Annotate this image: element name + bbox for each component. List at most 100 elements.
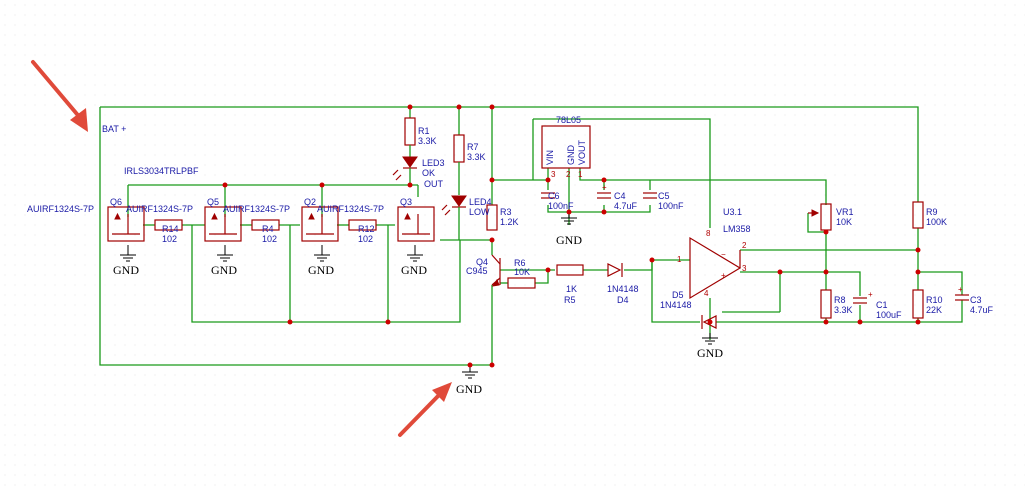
reg-pin-1: 1: [578, 170, 583, 179]
regulator-78l05-icon: [541, 125, 591, 169]
label-c4: C4: [614, 191, 626, 201]
c4-plus: +: [602, 183, 607, 192]
label-d5: D5: [672, 290, 684, 300]
gnd-label-main: GND: [456, 382, 482, 396]
capacitors: [541, 192, 969, 304]
label-r4: R4: [262, 224, 274, 234]
label-vin: VIN: [545, 150, 555, 165]
transistor-q4-icon: [491, 254, 501, 287]
label-bat: BAT +: [102, 124, 126, 134]
c3-plus: +: [958, 285, 963, 294]
resistor-r6-icon: [507, 277, 536, 289]
label-r6: R6: [514, 258, 526, 268]
label-c6: C6: [548, 191, 560, 201]
resistor-r9-icon: [912, 201, 924, 229]
arrow-bat-icon: [70, 108, 88, 132]
diode-d4-icon: [607, 263, 623, 277]
labels: BAT + IRLS3034TRLPBF AUIRF1324S-7P Q6 AU…: [27, 115, 994, 396]
capacitor-c5-icon: [643, 192, 657, 199]
label-r14: R14: [162, 224, 179, 234]
label-r8: R8: [834, 295, 846, 305]
label-r7: R7: [467, 142, 479, 152]
gnd-label-q6: GND: [113, 263, 139, 277]
label-r14v: 102: [162, 234, 177, 244]
gnd-label-q5: GND: [211, 263, 237, 277]
pin-1: 1: [677, 255, 682, 264]
opamp-minus: −: [721, 250, 726, 259]
label-gndp: GND: [566, 145, 576, 166]
reg-pin-3: 3: [551, 170, 556, 179]
label-r6v: 10K: [514, 267, 530, 277]
label-r4v: 102: [262, 234, 277, 244]
label-q4: Q4: [476, 257, 488, 267]
label-led3: LED3: [422, 158, 445, 168]
mosfet-q5-icon: [204, 206, 242, 242]
label-led4: LED4: [469, 197, 492, 207]
label-c6v: 100nF: [548, 201, 574, 211]
c1-plus: +: [868, 290, 873, 299]
gnd-label-reg: GND: [556, 233, 582, 247]
junction-dots: [222, 104, 921, 368]
leds-diodes: [392, 145, 717, 329]
opamp-u3-icon: [689, 236, 742, 300]
label-r12v: 102: [358, 234, 373, 244]
capacitor-c4-icon: [597, 192, 611, 199]
label-auirf-q4: AUIRF1324S-7P: [223, 204, 290, 214]
diode-d5-icon: [701, 315, 717, 329]
label-q3: Q3: [400, 197, 412, 207]
label-q5: Q5: [207, 197, 219, 207]
ground-main: [462, 365, 478, 379]
capacitor-c1-icon: [853, 297, 867, 304]
label-r3: R3: [500, 207, 512, 217]
resistor-r3-icon: [486, 204, 498, 231]
label-vr1: VR1: [836, 207, 854, 217]
label-r1: R1: [418, 126, 430, 136]
label-u3: U3.1: [723, 207, 742, 217]
gnd-label-opamp: GND: [697, 346, 723, 360]
label-vr1v: 10K: [836, 217, 852, 227]
label-r1v: 3.3K: [418, 136, 437, 146]
label-irls: IRLS3034TRLPBF: [124, 166, 199, 176]
resistor-r12-icon: [348, 219, 377, 231]
reg-pin-2: 2: [566, 170, 571, 179]
capacitor-c6-icon: [541, 192, 555, 199]
resistor-r14-icon: [154, 219, 183, 231]
label-r7v: 3.3K: [467, 152, 486, 162]
label-u3v: LM358: [723, 224, 751, 234]
label-q6: Q6: [110, 197, 122, 207]
label-r9v: 100K: [926, 217, 947, 227]
label-r9: R9: [926, 207, 938, 217]
gnd-label-q3: GND: [401, 263, 427, 277]
label-auirf-q3: AUIRF1324S-7P: [317, 204, 384, 214]
arrow-gnd-icon: [432, 382, 452, 402]
resistor-r8-icon: [820, 289, 832, 319]
label-d4: D4: [617, 295, 629, 305]
annotation-arrows: [31, 60, 452, 437]
label-r10v: 22K: [926, 305, 942, 315]
led4-icon: [441, 162, 467, 240]
label-q2: Q2: [304, 197, 316, 207]
label-r10: R10: [926, 295, 943, 305]
led3-icon: [392, 145, 418, 185]
pin-3: 3: [742, 264, 747, 273]
label-led3b: OUT: [424, 179, 444, 189]
resistor-r5-icon: [556, 264, 584, 276]
ground-q6: [120, 245, 136, 262]
label-c1: C1: [876, 300, 888, 310]
label-c5v: 100nF: [658, 201, 684, 211]
ground-q5: [217, 245, 233, 262]
mosfets: [107, 206, 435, 242]
ground-opamp: [702, 333, 718, 345]
label-q4v: C945: [466, 266, 488, 276]
resistor-r4-icon: [251, 219, 280, 231]
label-auirf-left: AUIRF1324S-7P: [27, 204, 94, 214]
label-led4b: LOW: [469, 207, 490, 217]
capacitor-c3-icon: [955, 294, 969, 301]
label-led3a: OK: [422, 168, 435, 178]
label-reg: 78L05: [556, 115, 581, 125]
opamp-plus: +: [721, 271, 726, 280]
label-r8v: 3.3K: [834, 305, 853, 315]
pin-4: 4: [704, 289, 709, 298]
